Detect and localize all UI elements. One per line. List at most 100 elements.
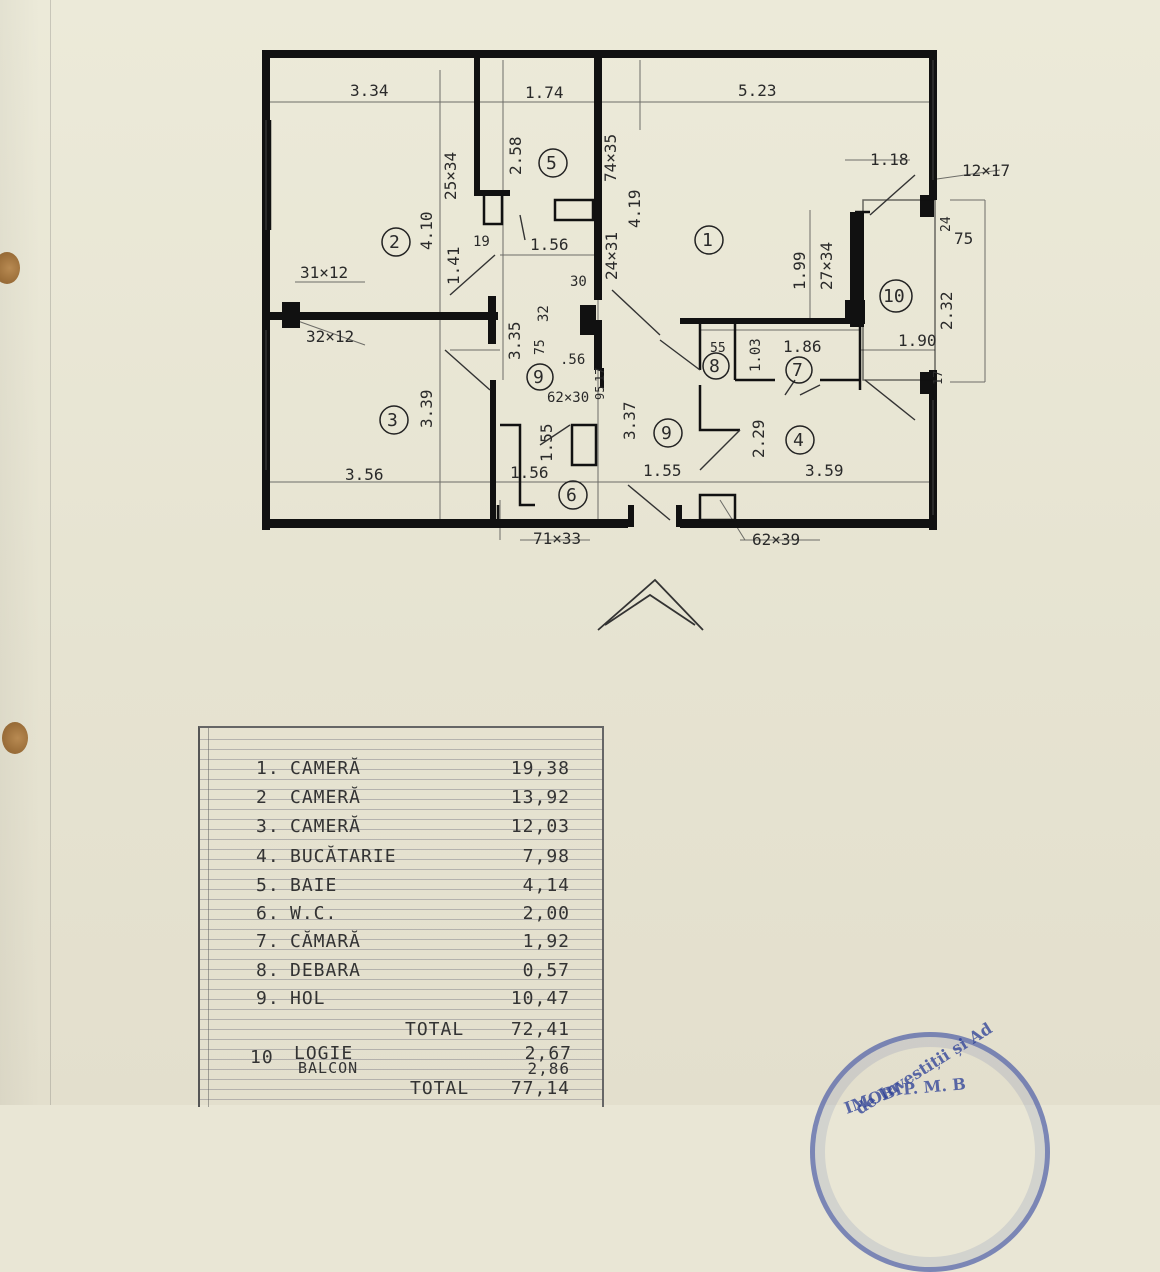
row-number: 7. (256, 931, 280, 952)
dim-label: 5.23 (738, 81, 777, 100)
dim-label: 25×34 (441, 152, 460, 200)
balcon-label: BALCON (298, 1059, 359, 1077)
area-schedule-table: 1. CAMERĂ 19,38 2 CAMERĂ 13,92 3. CAMERĂ… (198, 726, 604, 1107)
room-label: DEBARA (290, 960, 362, 981)
dim-label: 17 (593, 368, 607, 382)
table-row: 6. W.C. 2,00 (200, 903, 602, 929)
room-number-6: 6 (566, 485, 577, 506)
dim-label: 75 (533, 339, 548, 355)
dim-label: 1.41 (444, 246, 463, 285)
row-number: 5. (256, 875, 280, 896)
total-value: 72,41 (510, 1019, 570, 1040)
row-number: 8. (256, 960, 280, 981)
room-label: BAIE (290, 875, 338, 896)
row-number: 1. (256, 758, 280, 779)
dim-label: 4.10 (417, 211, 436, 250)
logie-number: 10 (250, 1047, 274, 1068)
dim-label: 1.18 (870, 150, 909, 169)
dim-label: 24×31 (602, 232, 621, 280)
margin-line (50, 0, 51, 1105)
room-label: W.C. (290, 903, 338, 924)
table-row: 5. BAIE 4,14 (200, 875, 602, 901)
logie-value: 2,67 (524, 1043, 572, 1064)
area-value: 4,14 (522, 875, 570, 896)
room-numbers: 1 2 3 4 5 6 7 8 9 9 10 (387, 153, 905, 506)
dim-label: 3.37 (620, 401, 639, 440)
row-number: 2 (256, 787, 268, 808)
row-number: 4. (256, 846, 280, 867)
dim-label: 17 (931, 371, 945, 385)
dim-label: 19 (473, 234, 490, 250)
table-row: 3. CAMERĂ 12,03 (200, 816, 602, 842)
area-value: 2,00 (522, 903, 570, 924)
room-circles (379, 148, 913, 510)
dim-label: 1.55 (537, 423, 556, 462)
dim-label: 12×17 (962, 161, 1010, 180)
area-value: 1,92 (522, 931, 570, 952)
dim-label: 75 (954, 229, 973, 248)
dim-label: 1.99 (790, 251, 809, 290)
room-number-9b: 9 (661, 423, 672, 444)
room-number-4: 4 (793, 430, 804, 451)
room-number-1: 1 (702, 230, 713, 251)
punch-hole-top (0, 252, 20, 284)
interior-lines (268, 120, 936, 522)
total-label: TOTAL (405, 1019, 465, 1040)
row-number: 3. (256, 816, 280, 837)
dim-label: 3.56 (345, 465, 384, 484)
dim-label: 62×30 (547, 390, 589, 406)
table-margin-line (208, 728, 209, 1107)
balcon-value: 2,86 (527, 1059, 570, 1078)
dim-label: 3.39 (417, 389, 436, 428)
stamp-text: P. M. B (902, 1074, 967, 1099)
room-label: CĂMARĂ (290, 931, 362, 952)
dim-label: 1.74 (525, 83, 564, 102)
dim-label: 1.55 (643, 461, 682, 480)
room-label: BUCĂTARIE (290, 846, 397, 867)
dim-label: 1.86 (783, 337, 822, 356)
area-value: 13,92 (510, 787, 570, 808)
paper-sheet (0, 0, 1160, 1105)
grand-total-label: TOTAL (410, 1078, 470, 1099)
dim-label: 1.56 (530, 235, 569, 254)
room-number-9a: 9 (533, 367, 544, 388)
room-number-7: 7 (792, 360, 803, 381)
grand-total-value: 77,14 (510, 1078, 570, 1099)
dim-label: 3.59 (805, 461, 844, 480)
logie-label: LOGIE (294, 1043, 354, 1064)
official-stamp: de Investiții și Ad P. M. B IMOBI (810, 1019, 1050, 1272)
floor-plan: 1 2 3 4 5 6 7 8 9 9 10 3.34 1.74 5.23 4.… (262, 50, 1010, 631)
room-number-5: 5 (546, 153, 557, 174)
dim-label: 1.56 (510, 463, 549, 482)
dim-label: 74×35 (601, 134, 620, 182)
room-label: CAMERĂ (290, 816, 362, 837)
dim-label: 95 (593, 386, 607, 400)
dim-label: 4.19 (625, 189, 644, 228)
room-number-2: 2 (389, 232, 400, 253)
table-row: 2 CAMERĂ 13,92 (200, 787, 602, 813)
dim-label: 71×33 (533, 529, 581, 548)
room-number-3: 3 (387, 410, 398, 431)
dim-label: 2.32 (937, 291, 956, 330)
row-number: 9. (256, 988, 280, 1009)
dim-label: 2.58 (506, 136, 525, 175)
dim-label: 62×39 (752, 530, 800, 549)
table-row: 4. BUCĂTARIE 7,98 (200, 846, 602, 872)
dim-label: 3.34 (350, 81, 389, 100)
dim-label: 27×34 (817, 242, 836, 290)
dim-label: 2.29 (749, 419, 768, 458)
table-row: 8. DEBARA 0,57 (200, 960, 602, 986)
room-number-10: 10 (883, 286, 905, 307)
dim-label: 3.35 (505, 321, 524, 360)
room-number-8: 8 (709, 356, 720, 377)
area-value: 19,38 (510, 758, 570, 779)
dim-label: 1.03 (748, 338, 764, 372)
room-label: CAMERĂ (290, 787, 362, 808)
area-value: 0,57 (522, 960, 570, 981)
punch-hole-bottom (2, 722, 28, 754)
dim-label: 30 (570, 274, 587, 290)
table-row: 7. CĂMARĂ 1,92 (200, 931, 602, 957)
room-label: HOL (290, 988, 326, 1009)
dim-label: 1.90 (898, 331, 937, 350)
stamp-text: IMOBI (841, 1079, 905, 1118)
